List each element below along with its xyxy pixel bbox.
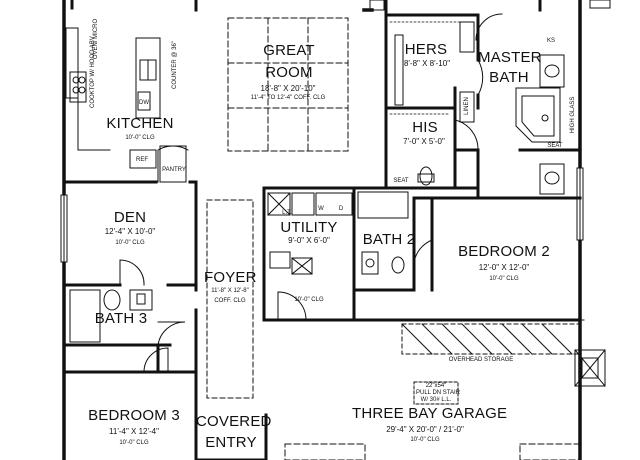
dw-note: DW (139, 100, 149, 106)
interior-walls (62, 0, 582, 460)
seat-note-his: SEAT (393, 178, 409, 184)
his-dims: 7'-0" X 5'-0" (403, 137, 445, 146)
great-room-dims: 18'-8" X 20'-10" (260, 84, 316, 93)
attic-stair-hatch (413, 381, 459, 405)
hers-dims: 8'-8" X 8'-10" (403, 59, 451, 68)
stair-note-1: 22"x54" (425, 383, 447, 389)
stair-note-3: W/ 30# L.L. (420, 397, 452, 403)
exterior-light (574, 349, 606, 387)
pantry-note: PANTRY (162, 167, 186, 173)
his-name: HIS (412, 119, 438, 136)
hers-name: HERS (404, 41, 448, 58)
foyer-coffer (206, 199, 254, 399)
d-note: D (338, 206, 344, 212)
covered-entry-name: COVERED ENTRY (196, 413, 272, 451)
w-note: W (318, 206, 324, 212)
den-dims: 12'-4" X 10'-0" (104, 227, 156, 236)
garage-dims: 29'-4" X 20'-0" / 21'-0" (386, 425, 464, 434)
utility-name: UTILITY (280, 219, 338, 236)
utility-dims: 9'-0" X 6'-0" (288, 236, 330, 245)
kitchen-fixtures (65, 27, 189, 183)
bedroom3-name: BEDROOM 3 (88, 407, 180, 424)
stair-note-2: PULL DN STAIR (416, 390, 461, 396)
great-room-name: GREAT ROOM (263, 42, 315, 81)
windows (60, 167, 585, 321)
foyer-dims: 11'-8" X 12'-8" (211, 288, 249, 294)
ks-note: KS (546, 38, 555, 44)
bedroom3-ceiling: 10'-0" CLG (119, 440, 149, 446)
den-ceiling: 10'-0" CLG (115, 240, 145, 246)
closet-rods (389, 21, 471, 115)
garage-doors (284, 443, 581, 460)
foyer-name: FOYER (204, 269, 257, 286)
bath3-fixtures (69, 289, 186, 346)
lt-note: L.T. (282, 210, 292, 216)
bedroom3-dims: 11'-4" X 12'-4" (109, 427, 159, 436)
kitchen-name: KITCHEN (106, 115, 174, 132)
garage-name: THREE BAY GARAGE (352, 405, 508, 422)
cooktop-note: COOKTOP W/ HOOD ABV (90, 36, 96, 108)
door-swings (119, 239, 433, 373)
utility-fixtures (267, 192, 353, 321)
linen-note: LINEN (464, 97, 470, 115)
bedroom2-dims: 12'-0" X 12'-0" (478, 263, 530, 272)
seat-note-master: SEAT (547, 143, 563, 149)
bedroom2-ceiling: 10'-0" CLG (489, 276, 519, 282)
utility-ceiling: 10'-0" CLG (294, 297, 324, 303)
great-room-coffer (227, 17, 349, 152)
master-bath-fixtures (394, 13, 565, 195)
bath2-fixtures (357, 191, 409, 275)
garage-ceiling: 10'-0" CLG (410, 437, 440, 443)
ref-note: REF (136, 157, 148, 163)
bedroom2-name: BEDROOM 2 (458, 243, 550, 260)
wall-niche (589, 0, 611, 9)
overhead-storage-note: OVERHEAD STORAGE (448, 357, 514, 363)
bath2-name: BATH 2 (362, 231, 416, 248)
foyer-ceiling: COFF. CLG (214, 298, 246, 304)
master-bath-name: MASTER BATH (478, 49, 542, 86)
den-name: DEN (113, 209, 147, 226)
kitchen-ceiling: 10'-0" CLG (125, 135, 155, 141)
bath3-name: BATH 3 (94, 310, 148, 327)
step (369, 0, 385, 11)
great-room-ceiling: 11'-4" TO 12'-4" COFF. CLG (250, 95, 326, 101)
garage-storage (401, 323, 581, 355)
high-glass-note: HIGH GLASS (570, 96, 576, 134)
counter-note: COUNTER @ 36" (172, 41, 178, 89)
